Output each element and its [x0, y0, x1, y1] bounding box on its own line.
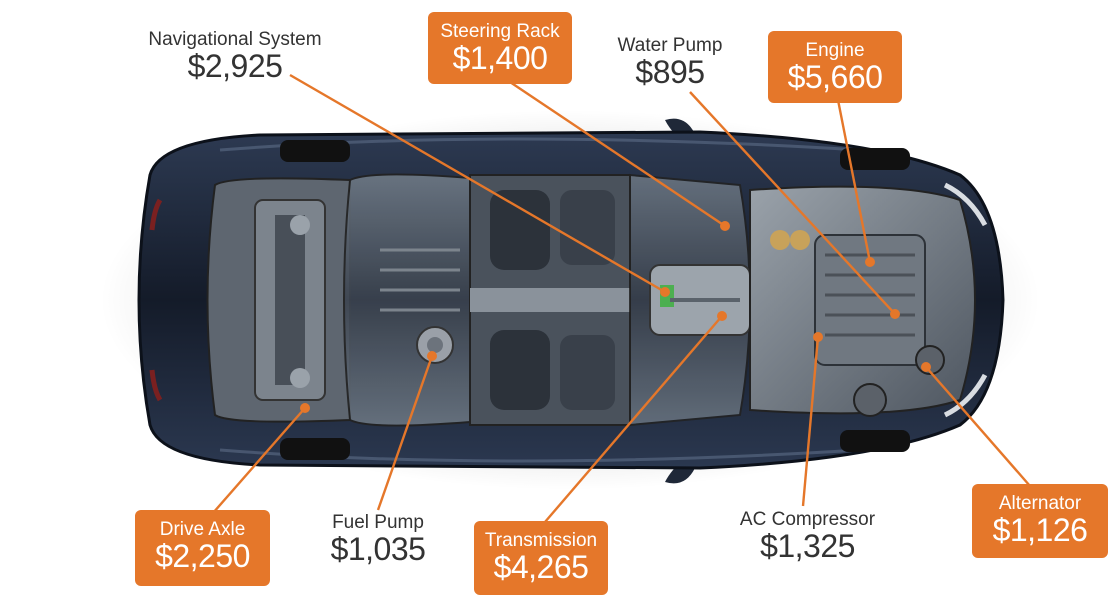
wheel-front-bottom — [840, 430, 910, 452]
part-name: Steering Rack — [440, 21, 560, 42]
leader-transmission — [544, 315, 723, 523]
part-price: $1,325 — [760, 527, 855, 564]
label-water-pump: Water Pump $895 — [605, 36, 735, 90]
part-price: $1,035 — [330, 530, 426, 567]
wheel-front-top — [840, 148, 910, 170]
leader-ac-compressor — [801, 336, 820, 507]
wheel-rear-bottom — [280, 438, 350, 460]
box-steering-rack: Steering Rack $1,400 — [428, 12, 572, 84]
wheel-rear-top — [280, 140, 350, 162]
part-name: Alternator — [998, 493, 1082, 514]
label-fuel-pump: Fuel Pump $1,035 — [318, 513, 438, 567]
leader-lines — [212, 73, 1031, 523]
leader-fuel-pump — [376, 355, 434, 511]
part-name: Fuel Pump — [332, 512, 424, 533]
part-name: Drive Axle — [159, 519, 246, 540]
engine-block — [814, 234, 926, 366]
label-ac-compressor: AC Compressor $1,325 — [725, 510, 890, 564]
part-name: Transmission — [484, 530, 598, 551]
leader-alternator — [925, 366, 1031, 487]
leader-water-pump — [689, 91, 896, 315]
part-name: Water Pump — [617, 35, 723, 56]
part-price: $895 — [635, 53, 705, 90]
part-price: $2,925 — [187, 47, 283, 84]
part-price: $2,250 — [155, 537, 250, 574]
leader-navigational-system — [289, 73, 666, 294]
part-price: $5,660 — [787, 58, 883, 95]
leader-drive-axle — [212, 407, 306, 514]
box-engine: Engine $5,660 — [768, 31, 902, 103]
part-price: $1,400 — [452, 39, 548, 76]
part-price: $1,126 — [992, 511, 1088, 548]
part-name: Navigational System — [148, 29, 322, 50]
rear-window — [343, 173, 471, 427]
part-name: AC Compressor — [739, 509, 876, 530]
part-price: $4,265 — [493, 548, 589, 585]
leader-steering-rack — [509, 81, 726, 227]
box-transmission: Transmission $4,265 — [474, 521, 608, 595]
label-navigational-system: Navigational System $2,925 — [140, 30, 330, 84]
box-drive-axle: Drive Axle $2,250 — [135, 510, 270, 586]
part-name: Engine — [805, 40, 865, 61]
box-alternator: Alternator $1,126 — [972, 484, 1108, 558]
leader-engine — [836, 99, 872, 263]
